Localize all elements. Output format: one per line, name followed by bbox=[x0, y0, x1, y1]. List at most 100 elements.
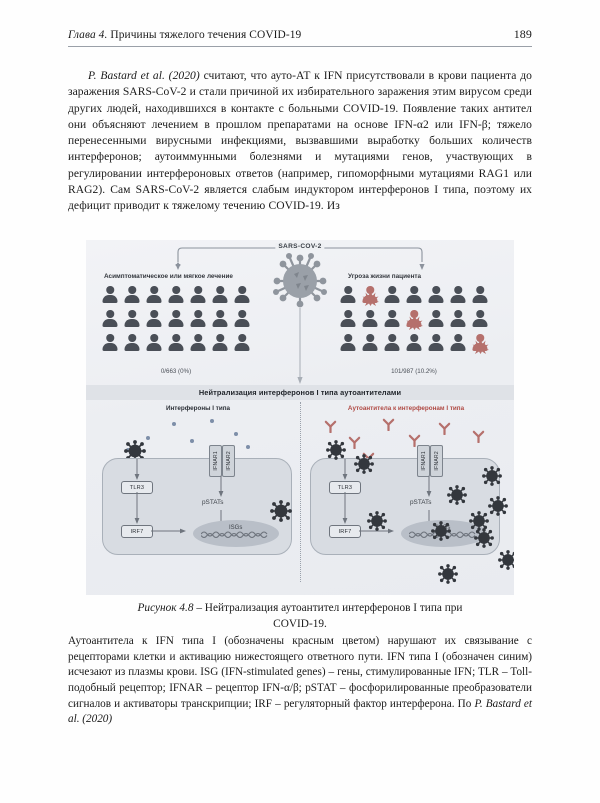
person-body bbox=[168, 319, 184, 327]
person-icon bbox=[382, 309, 402, 330]
person-body bbox=[146, 319, 162, 327]
person-icon bbox=[188, 309, 208, 330]
receptor-ifnar2-label-right: IFNAR2 bbox=[433, 451, 440, 471]
person-head bbox=[238, 334, 246, 342]
person-icon bbox=[100, 309, 120, 330]
arrow-to-tlr3-icon bbox=[134, 459, 140, 480]
person-icon bbox=[232, 333, 252, 354]
cell-left: TLR3 IRF7 IFNAR1 IFNAR2 pSTATs bbox=[102, 445, 292, 555]
person-icon-affected bbox=[360, 285, 380, 306]
person-icon-affected bbox=[404, 309, 424, 330]
figure-4-8: SARS-COV-2 bbox=[86, 240, 514, 595]
person-body bbox=[340, 319, 356, 327]
person-icon bbox=[426, 309, 446, 330]
person-icon bbox=[100, 333, 120, 354]
person-head bbox=[172, 310, 180, 318]
person-icon bbox=[448, 285, 468, 306]
autoantibody-icon bbox=[438, 422, 451, 435]
person-body bbox=[212, 319, 228, 327]
chapter-title: Причины тяжелого течения COVID-19 bbox=[110, 29, 302, 41]
people-group-severe bbox=[338, 285, 490, 354]
virion-icon bbox=[474, 528, 494, 548]
body-paragraph: P. Bastard et al. (2020) считают, что ау… bbox=[68, 68, 532, 215]
virus-down-arrow-icon bbox=[297, 308, 303, 384]
person-body bbox=[406, 343, 422, 351]
caption-body-citation: P. Bastard et al. (2020) bbox=[68, 697, 532, 726]
person-head bbox=[194, 334, 202, 342]
dna-strand-icon bbox=[201, 530, 268, 538]
person-body bbox=[384, 319, 400, 327]
person-icon bbox=[210, 285, 230, 306]
person-body bbox=[102, 319, 118, 327]
person-icon-affected bbox=[470, 333, 490, 354]
person-icon bbox=[338, 333, 358, 354]
person-head bbox=[150, 286, 158, 294]
person-head bbox=[432, 286, 440, 294]
person-icon bbox=[166, 309, 186, 330]
person-head bbox=[388, 334, 396, 342]
pstats-label-right: pSTATs bbox=[410, 499, 432, 506]
person-head bbox=[216, 334, 224, 342]
person-head bbox=[238, 310, 246, 318]
person-icon bbox=[470, 309, 490, 330]
virion-icon bbox=[431, 521, 451, 541]
caption-title: Рисунок 4.8 – Нейтрализация аутоантител … bbox=[68, 601, 532, 617]
caption-title-line1: Нейтрализация аутоантител интерферонов I… bbox=[204, 602, 463, 614]
person-head bbox=[128, 334, 136, 342]
panel-left-label: Интерфероны I типа bbox=[165, 405, 231, 412]
person-icon bbox=[360, 333, 380, 354]
autoantibody-icon bbox=[472, 430, 485, 443]
infection-burst-icon bbox=[472, 339, 489, 354]
person-head bbox=[194, 286, 202, 294]
person-icon bbox=[448, 333, 468, 354]
person-body bbox=[450, 343, 466, 351]
person-body bbox=[168, 295, 184, 303]
virion-icon bbox=[488, 496, 508, 516]
person-head bbox=[476, 310, 484, 318]
person-head bbox=[410, 310, 418, 318]
pstats-label-left: pSTATs bbox=[202, 499, 224, 506]
person-icon bbox=[122, 309, 142, 330]
person-head bbox=[128, 286, 136, 294]
person-icon bbox=[122, 285, 142, 306]
group-left-label: Асимптоматическое или мягкое лечение bbox=[104, 273, 233, 280]
person-head bbox=[344, 334, 352, 342]
person-body bbox=[428, 319, 444, 327]
person-body bbox=[450, 295, 466, 303]
virion-icon bbox=[447, 485, 467, 505]
person-head bbox=[388, 286, 396, 294]
person-icon bbox=[210, 309, 230, 330]
person-icon bbox=[470, 285, 490, 306]
virion-blocked-icon bbox=[270, 500, 292, 522]
stat-left: 0/663 (0%) bbox=[160, 368, 192, 375]
page-number: 189 bbox=[513, 27, 532, 41]
person-body bbox=[450, 319, 466, 327]
person-head bbox=[366, 286, 374, 294]
receptor-ifnar1-label-right: IFNAR1 bbox=[420, 451, 427, 471]
person-head bbox=[344, 310, 352, 318]
person-icon bbox=[210, 333, 230, 354]
person-head bbox=[454, 310, 462, 318]
person-body bbox=[362, 319, 378, 327]
arrow-tlr3-to-irf7-icon bbox=[342, 492, 348, 524]
person-icon bbox=[382, 285, 402, 306]
interferon-dot bbox=[126, 448, 130, 452]
arrow-to-tlr3-icon bbox=[342, 459, 348, 480]
virion-icon bbox=[498, 550, 514, 570]
person-icon bbox=[404, 285, 424, 306]
person-head bbox=[194, 310, 202, 318]
running-head-title: Глава 4. Причины тяжелого течения COVID-… bbox=[68, 29, 301, 41]
person-body bbox=[428, 295, 444, 303]
distribution-bracket-icon bbox=[175, 247, 425, 270]
node-irf7-left: IRF7 bbox=[121, 525, 153, 538]
person-body bbox=[428, 343, 444, 351]
caption-dash: – bbox=[193, 602, 205, 614]
person-head bbox=[454, 286, 462, 294]
person-icon bbox=[166, 333, 186, 354]
panel-right-label: Аутоантитела к интерферонам I типа bbox=[347, 405, 465, 412]
person-body bbox=[340, 295, 356, 303]
stat-right: 101/987 (10.2%) bbox=[391, 368, 437, 375]
arrow-tlr3-to-irf7-icon bbox=[134, 492, 140, 524]
person-icon bbox=[100, 285, 120, 306]
